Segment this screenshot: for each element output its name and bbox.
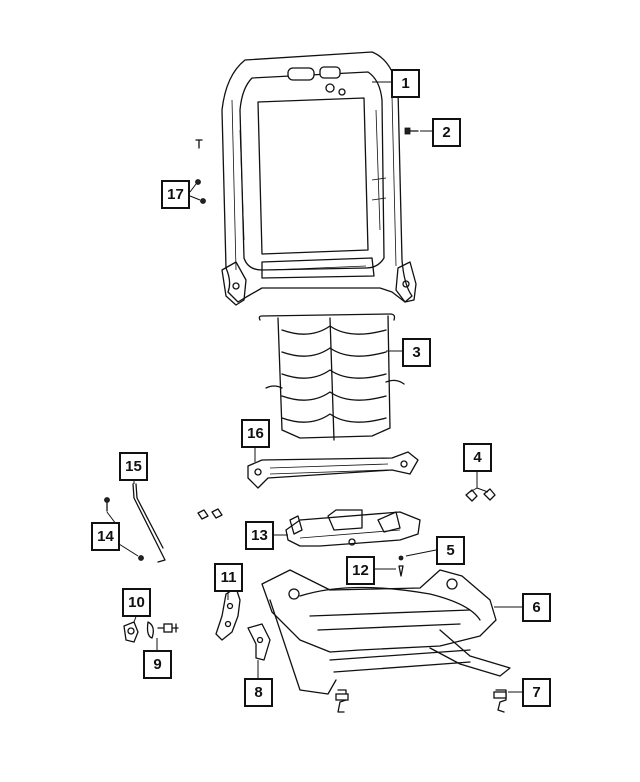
callout-12: 12 <box>346 556 375 585</box>
callout-5: 5 <box>436 536 465 565</box>
callout-9: 9 <box>143 650 172 679</box>
callout-8: 8 <box>244 678 273 707</box>
cross-member-part-16 <box>247 451 419 489</box>
fasteners-part-14 <box>104 497 144 561</box>
callout-11: 11 <box>214 563 243 592</box>
callout-10: 10 <box>122 588 151 617</box>
callout-7: 7 <box>522 678 551 707</box>
bracket-part-11 <box>215 587 241 641</box>
callout-2: 2 <box>432 118 461 147</box>
part-5-item <box>398 555 404 561</box>
bracket-part-13 <box>285 509 421 547</box>
part-12-item <box>398 565 404 577</box>
bolt-near-part-8 <box>335 689 349 713</box>
seat-cushion-frame-part-6 <box>261 569 511 695</box>
rod-part-15 <box>132 483 166 563</box>
callout-17: 17 <box>161 180 190 209</box>
callout-13: 13 <box>245 521 274 550</box>
screw-part-9 <box>157 623 179 633</box>
callout-14: 14 <box>91 522 120 551</box>
callout-4: 4 <box>463 443 492 472</box>
screw-part-2 <box>404 127 419 135</box>
callout-15: 15 <box>119 452 148 481</box>
seat-back-frame <box>221 51 417 306</box>
bolt-part-7 <box>493 689 507 713</box>
callout-3: 3 <box>402 338 431 367</box>
clip-part-10 <box>123 621 154 643</box>
fasteners-part-17 <box>195 139 206 204</box>
suspension-mat-part-3 <box>258 313 405 441</box>
callout-6: 6 <box>522 593 551 622</box>
side-bracket-part-8 <box>247 623 271 661</box>
leader-lines <box>106 81 522 693</box>
callout-1: 1 <box>391 69 420 98</box>
nuts-near-part-13 <box>197 508 223 520</box>
callout-16: 16 <box>241 419 270 448</box>
clips-part-4 <box>465 488 496 502</box>
